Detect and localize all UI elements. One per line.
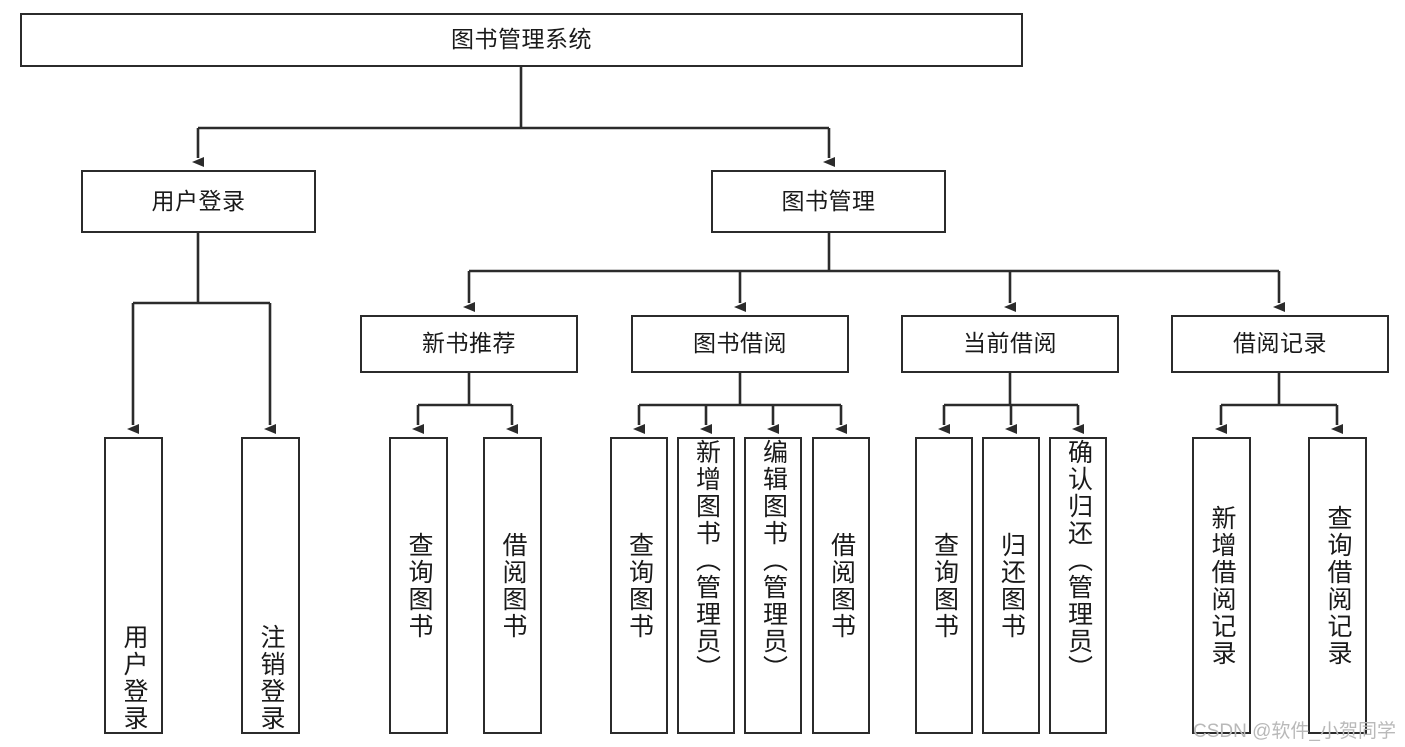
node-leaf-query-book-3[interactable]: 查询图书 bbox=[915, 437, 973, 734]
node-label: 查询图书 bbox=[930, 531, 959, 640]
node-book-management[interactable]: 图书管理 bbox=[711, 170, 946, 233]
node-label: 借阅图书 bbox=[499, 531, 527, 640]
node-label: 新书推荐 bbox=[422, 330, 516, 357]
node-leaf-user-login[interactable]: 用户登录 bbox=[104, 437, 163, 734]
node-label: 图书借阅 bbox=[693, 330, 787, 357]
node-leaf-add-borrow-record[interactable]: 新增借阅记录 bbox=[1192, 437, 1251, 734]
node-label: 图书管理系统 bbox=[451, 26, 592, 53]
node-book-borrow[interactable]: 图书借阅 bbox=[631, 315, 849, 373]
node-label: 图书管理 bbox=[781, 187, 876, 214]
node-label: 当前借阅 bbox=[963, 330, 1057, 357]
node-leaf-borrow-book-2[interactable]: 借阅图书 bbox=[812, 437, 870, 734]
node-label: 借阅记录 bbox=[1233, 330, 1327, 357]
node-leaf-add-book-admin[interactable]: 新增图书（管理员） bbox=[677, 437, 735, 734]
node-label: 用户登录 bbox=[120, 624, 148, 732]
node-new-book-recommendation[interactable]: 新书推荐 bbox=[360, 315, 578, 373]
node-label: 编辑图书（管理员） bbox=[759, 439, 788, 682]
node-label: 查询图书 bbox=[405, 531, 433, 640]
node-root-title[interactable]: 图书管理系统 bbox=[20, 13, 1023, 67]
node-leaf-confirm-return-admin[interactable]: 确认归还（管理员） bbox=[1049, 437, 1107, 734]
node-label: 确认归还（管理员） bbox=[1064, 439, 1093, 682]
node-label: 归还图书 bbox=[997, 531, 1026, 640]
node-borrow-record[interactable]: 借阅记录 bbox=[1171, 315, 1389, 373]
node-leaf-query-book-1[interactable]: 查询图书 bbox=[389, 437, 448, 734]
node-label: 用户登录 bbox=[151, 187, 246, 214]
node-current-borrow[interactable]: 当前借阅 bbox=[901, 315, 1119, 373]
node-label: 新增图书（管理员） bbox=[692, 439, 721, 682]
node-label: 借阅图书 bbox=[827, 531, 856, 640]
node-leaf-borrow-book-1[interactable]: 借阅图书 bbox=[483, 437, 542, 734]
node-leaf-return-book[interactable]: 归还图书 bbox=[982, 437, 1040, 734]
node-label: 新增借阅记录 bbox=[1208, 504, 1236, 667]
node-leaf-query-borrow-record[interactable]: 查询借阅记录 bbox=[1308, 437, 1367, 734]
csdn-watermark: CSDN @软件_小贺同学 bbox=[1193, 721, 1396, 742]
node-label: 注销登录 bbox=[257, 624, 285, 732]
node-user-login[interactable]: 用户登录 bbox=[81, 170, 316, 233]
node-label: 查询图书 bbox=[625, 531, 654, 640]
node-leaf-edit-book-admin[interactable]: 编辑图书（管理员） bbox=[744, 437, 802, 734]
node-label: 查询借阅记录 bbox=[1324, 504, 1352, 667]
node-leaf-logout-login[interactable]: 注销登录 bbox=[241, 437, 300, 734]
node-leaf-query-book-2[interactable]: 查询图书 bbox=[610, 437, 668, 734]
